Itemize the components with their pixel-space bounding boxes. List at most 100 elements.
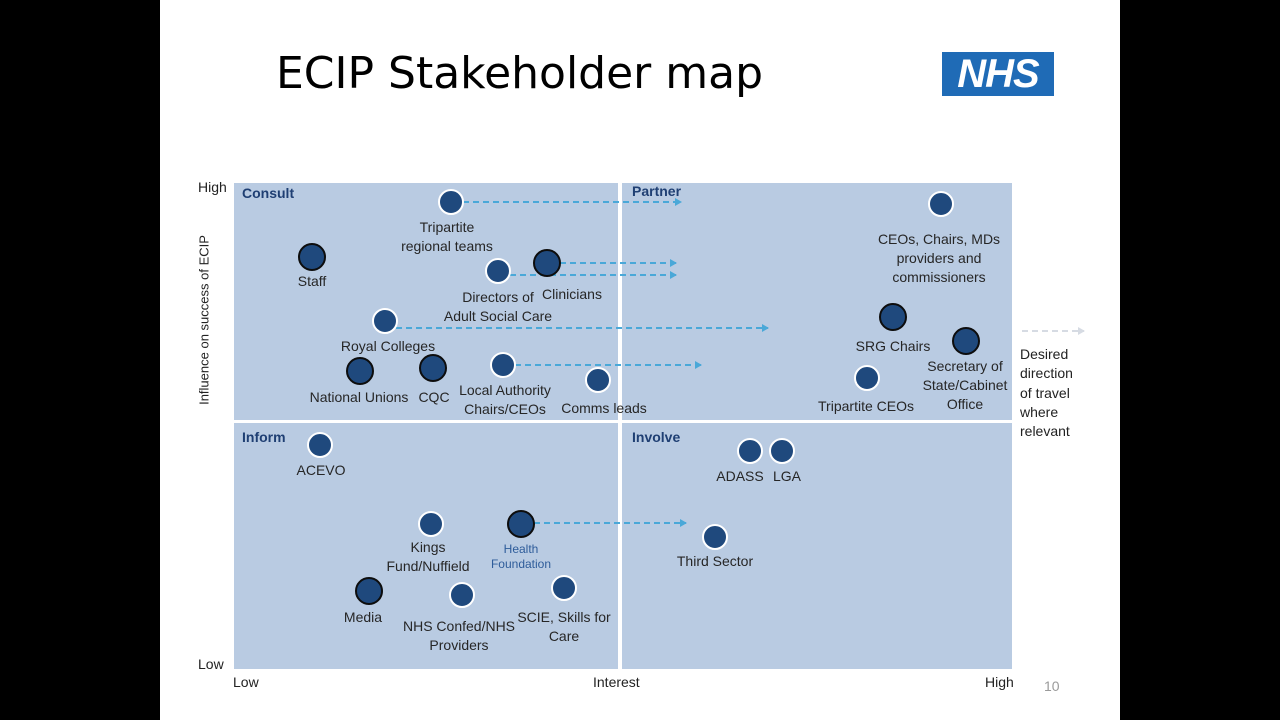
label-line: Foundation (490, 557, 552, 571)
dot-media[interactable] (355, 577, 383, 605)
label-line: SRG Chairs (855, 338, 931, 354)
x-axis-low: Low (233, 674, 259, 690)
slide: ECIP Stakeholder map NHS Consult Partner… (160, 0, 1120, 720)
x-axis-interest: Interest (593, 674, 640, 690)
dot-kings-fund-nuffield[interactable] (418, 511, 444, 537)
label-line: Royal Colleges (340, 338, 436, 354)
label-line: SCIE, Skills for (517, 609, 611, 625)
label-tripartite-ceos: Tripartite CEOs (818, 397, 914, 416)
label-comms-leads: Comms leads (561, 399, 647, 418)
label-line: Health (503, 542, 539, 556)
label-line: Fund/Nuffield (386, 558, 470, 574)
label-line: regional teams (401, 238, 493, 254)
label-acevo: ACEVO (296, 461, 345, 480)
label-line: Tripartite (419, 219, 475, 235)
quadrant-label-inform: Inform (242, 429, 286, 445)
label-clinicians: Clinicians (542, 285, 602, 304)
dot-staff[interactable] (298, 243, 326, 271)
dot-directors-of-adult-social-care[interactable] (485, 258, 511, 284)
label-line: Media (343, 609, 383, 625)
label-cqc: CQC (418, 388, 449, 407)
label-line: CEOs, Chairs, MDs (877, 231, 1001, 247)
label-line: Chairs/CEOs (464, 401, 546, 417)
page-number: 10 (1044, 678, 1060, 694)
dot-lga[interactable] (769, 438, 795, 464)
x-axis-high: High (985, 674, 1014, 690)
dot-royal-colleges[interactable] (372, 308, 398, 334)
label-line: ADASS (716, 468, 764, 484)
nhs-logo: NHS (942, 52, 1054, 96)
label-line: commissioners (892, 269, 986, 285)
label-tripartite-regional-teams: Tripartite regional teams (401, 218, 493, 256)
label-line: NHS Confed/NHS (402, 618, 516, 634)
label-line: Providers (429, 637, 489, 653)
direction-arrows (396, 198, 1085, 527)
label-line: Tripartite CEOs (818, 398, 914, 414)
dot-nhs-confed[interactable] (449, 582, 475, 608)
legend-line: Desired (1020, 346, 1069, 362)
label-media: Media (344, 608, 382, 627)
y-axis-high: High (198, 179, 227, 195)
label-line: Office (946, 396, 984, 412)
quadrant-label-involve: Involve (632, 429, 681, 445)
label-directors-of-adult-social-care: Directors of Adult Social Care (444, 288, 552, 326)
quadrant-label-consult: Consult (242, 185, 295, 201)
label-srg-chairs: SRG Chairs (856, 337, 931, 356)
dot-local-authority-chairs-ceos[interactable] (490, 352, 516, 378)
dot-comms-leads[interactable] (585, 367, 611, 393)
dot-clinicians[interactable] (533, 249, 561, 277)
dot-srg-chairs[interactable] (879, 303, 907, 331)
quadrant-partner (622, 183, 1012, 420)
legend-line: of travel (1020, 384, 1070, 401)
label-third-sector: Third Sector (677, 552, 753, 571)
dot-tripartite-regional-teams[interactable] (438, 189, 464, 215)
dot-national-unions[interactable] (346, 357, 374, 385)
legend-line: where (1020, 403, 1059, 420)
label-line: Third Sector (676, 553, 754, 569)
y-axis-low: Low (198, 656, 224, 672)
label-adass: ADASS (716, 467, 763, 486)
dot-acevo[interactable] (307, 432, 333, 458)
label-line: Adult Social Care (443, 308, 553, 324)
label-staff: Staff (298, 272, 327, 291)
label-line: Directors of (462, 289, 534, 305)
quadrant-inform (234, 423, 618, 669)
dot-scie-skills-for-care[interactable] (551, 575, 577, 601)
label-line: Kings (410, 539, 446, 555)
dot-ceos-chairs-mds[interactable] (928, 191, 954, 217)
label-line: LGA (772, 468, 802, 484)
label-royal-colleges: Royal Colleges (341, 337, 435, 356)
dot-tripartite-ceos[interactable] (854, 365, 880, 391)
label-nhs-confed: NHS Confed/NHS Providers (403, 617, 515, 655)
label-ceos-chairs-mds: CEOs, Chairs, MDs providers and commission… (878, 230, 1000, 287)
page-title: ECIP Stakeholder map (276, 48, 764, 99)
dot-health-foundation[interactable] (507, 510, 535, 538)
dot-secretary-of-state[interactable] (952, 327, 980, 355)
label-line: CQC (418, 389, 450, 405)
label-line: National Unions (309, 389, 409, 405)
quadrant-involve (622, 423, 1012, 669)
legend-line: direction (1020, 365, 1073, 382)
label-line: Care (548, 628, 580, 644)
label-line: providers and (896, 250, 982, 266)
dot-cqc[interactable] (419, 354, 447, 382)
legend-line: relevant (1020, 423, 1070, 440)
label-line: Secretary of (927, 358, 1003, 374)
label-national-unions: National Unions (310, 388, 409, 407)
label-lga: LGA (773, 467, 801, 486)
legend-text: Desired direction of travel where releva… (1020, 345, 1073, 441)
label-line: Clinicians (542, 286, 602, 302)
dot-third-sector[interactable] (702, 524, 728, 550)
dot-adass[interactable] (737, 438, 763, 464)
label-line: Staff (297, 273, 327, 289)
label-line: State/Cabinet (922, 377, 1008, 393)
quadrant-label-partner: Partner (632, 183, 682, 199)
label-line: ACEVO (296, 462, 346, 478)
label-line: Comms leads (561, 400, 647, 416)
label-line: Local Authority (459, 382, 551, 398)
